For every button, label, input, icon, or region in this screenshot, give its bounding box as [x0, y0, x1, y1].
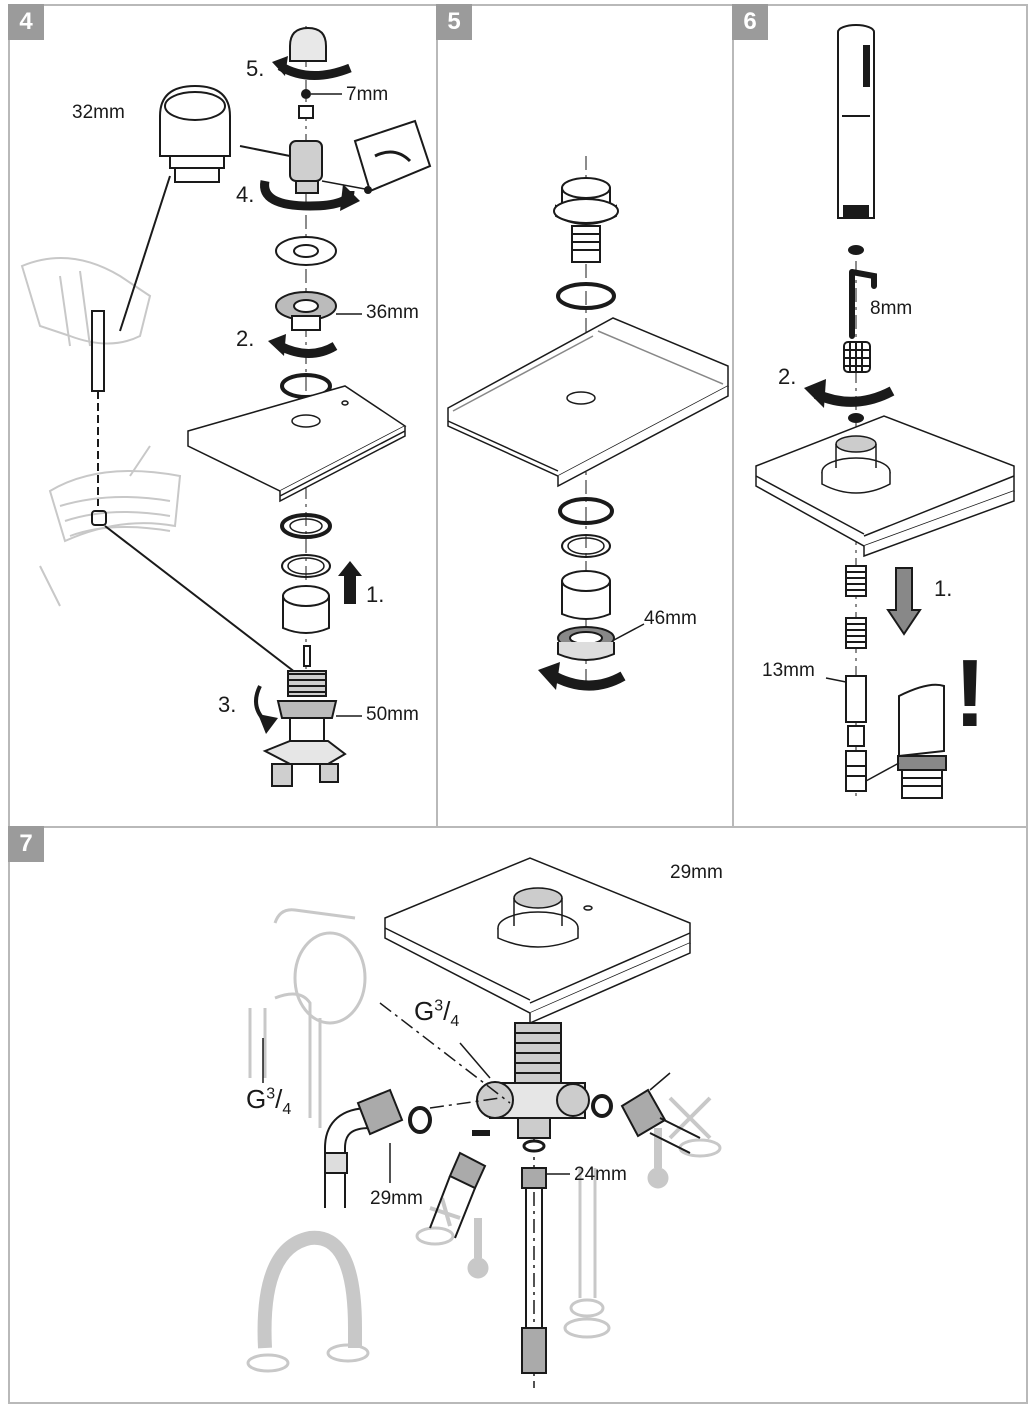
ghost-deck-corner: [273, 908, 356, 924]
o-ring: [556, 282, 616, 310]
valve-body: [262, 645, 347, 787]
push-up-arrow-1: [338, 561, 362, 604]
hot-connector: [591, 1088, 701, 1154]
step-4-illustration: [20, 26, 432, 787]
step-6-illustration: [755, 24, 1015, 799]
rod-tool: [91, 310, 105, 392]
strainer: [843, 341, 871, 373]
push-down-arrow-1: [886, 567, 922, 636]
step-7-illustration: [246, 857, 722, 1388]
label-8mm: 8mm: [870, 298, 913, 319]
ghost-handle: [20, 257, 152, 345]
rotate-arrow-3: [258, 714, 278, 734]
label-13mm: 13mm: [762, 660, 815, 681]
tool-sleeve: [897, 683, 947, 799]
deck-plate: [755, 415, 1015, 558]
ghost-spout: [257, 1230, 362, 1349]
rotate-arrow-2: [277, 341, 338, 358]
label-29mm-left: 29mm: [370, 1188, 423, 1209]
step-label-1: 1.: [934, 576, 953, 601]
step-label-2: 2.: [778, 364, 797, 389]
cartridge: [289, 140, 323, 194]
bath-hose: [324, 1088, 432, 1208]
grease-packet-icon: [353, 119, 432, 193]
label-36mm: 36mm: [366, 302, 419, 323]
hex-key-8mm: [849, 269, 877, 339]
panel-step-5: 5: [436, 4, 734, 828]
flange-adapter: [553, 177, 619, 263]
step-label-3: 3.: [218, 692, 237, 717]
step-number-badge: 7: [8, 826, 44, 862]
deck-plate: [187, 385, 407, 503]
deck-plate: [447, 317, 729, 488]
label-46mm: 46mm: [644, 608, 697, 629]
shower-hose-24mm: [521, 1139, 547, 1374]
sleeve: [282, 585, 330, 634]
screw-7mm: [301, 89, 311, 99]
label-50mm: 50mm: [366, 704, 419, 725]
nut-46mm: [557, 626, 615, 661]
thread-numerator: 3: [434, 997, 444, 1015]
panel-step-6: 6: [732, 4, 1028, 828]
step-number-badge: 6: [732, 4, 768, 40]
step-label-5: 5.: [246, 56, 265, 81]
step-number-badge: 5: [436, 4, 472, 40]
rod-nut: [91, 510, 107, 526]
label-29mm-right: 29mm: [670, 862, 723, 883]
top-knob: [289, 26, 327, 62]
thread-spec-lower: G3/4: [246, 1084, 292, 1119]
deck-plate: [384, 857, 691, 1025]
label-7mm: 7mm: [346, 84, 389, 105]
ghost-pipe: [248, 1008, 267, 1078]
step-number-badge: 4: [8, 4, 44, 40]
thread-denominator: 4: [282, 1101, 292, 1119]
sleeve: [561, 570, 611, 620]
hand-shower: [837, 24, 875, 219]
label-32mm: 32mm: [72, 102, 125, 123]
cold-connector: [429, 1130, 490, 1239]
rotate-arrow-5: [277, 62, 352, 81]
thread-numerator: 3: [266, 1085, 276, 1103]
spring-cartridge: [845, 565, 867, 649]
mixing-valve: [476, 1022, 590, 1139]
valve-13mm: [845, 675, 867, 792]
thread-spec-upper: G3/4: [414, 996, 460, 1031]
label-24mm: 24mm: [574, 1164, 627, 1185]
thread-base: G: [246, 1084, 267, 1114]
cap-32mm: [159, 84, 231, 183]
step-label-1: 1.: [366, 582, 385, 607]
step-label-2: 2.: [236, 326, 255, 351]
panel-step-7: 7: [8, 826, 1028, 1404]
panel-step-4: 4: [8, 4, 438, 828]
thread-denominator: 4: [450, 1013, 460, 1031]
step-5-illustration: [447, 156, 729, 691]
rotate-arrow-2: [813, 386, 895, 407]
nut-36mm: [275, 291, 337, 331]
thread-base: G: [414, 996, 435, 1026]
warning-exclamation-icon: !: [954, 640, 986, 747]
step-label-4: 4.: [236, 182, 255, 207]
ghost-diverter: [293, 931, 367, 1025]
